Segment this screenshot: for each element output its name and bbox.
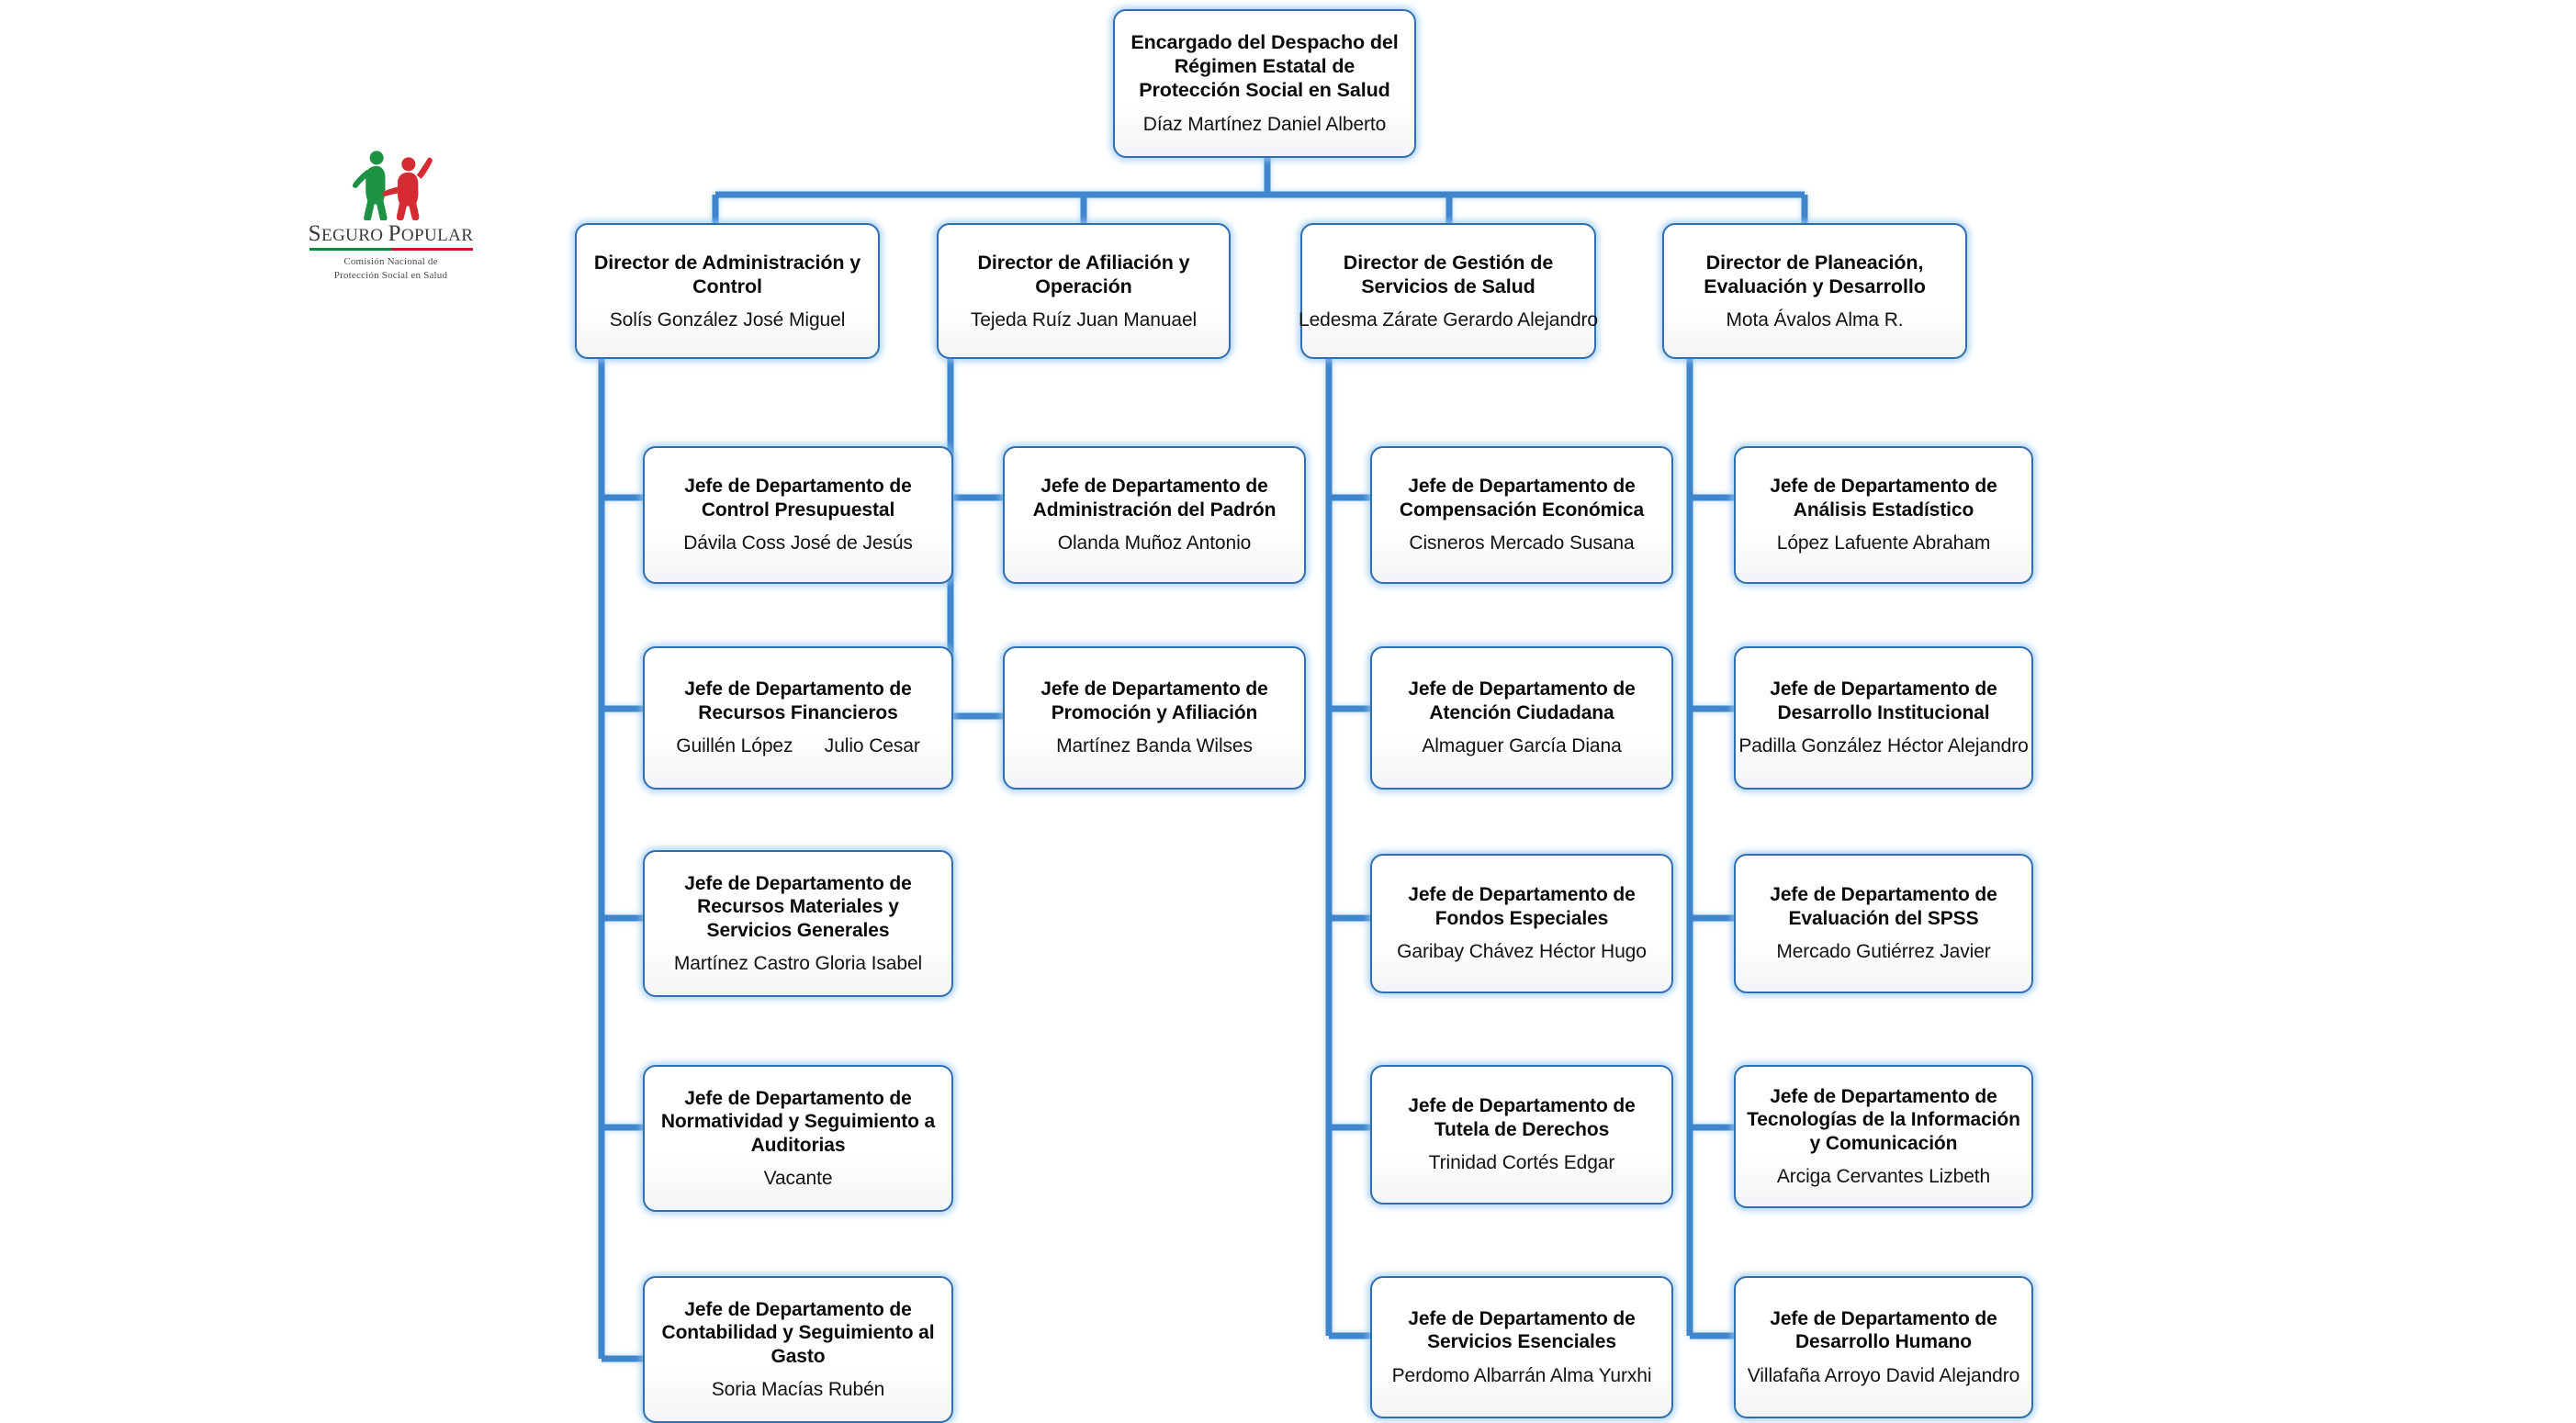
node-director-gestion[interactable]: Director de Gestión de Servicios de Salu… [1299, 223, 1598, 359]
node-title: Director de Afiliación y Operación [977, 251, 1190, 297]
node-title: Jefe de Departamento de Normatividad y S… [660, 1087, 936, 1156]
node-dept-administracion-padron[interactable]: Jefe de Departamento de Administración d… [1003, 446, 1306, 584]
node-person: Trinidad Cortés Edgar [1428, 1152, 1615, 1174]
node-dept-normatividad[interactable]: Jefe de Departamento de Normatividad y S… [643, 1065, 953, 1212]
node-person: Arciga Cervantes Lizbeth [1776, 1165, 1991, 1187]
node-person: Ledesma Zárate Gerardo Alejandro [1299, 308, 1598, 331]
logo-subtitle: Comisión Nacional de Protección Social e… [333, 256, 448, 282]
node-person: Perdomo Albarrán Alma Yurxhi [1391, 1364, 1652, 1386]
node-title: Encargado del Despacho del Régimen Estat… [1131, 31, 1399, 102]
node-title: Jefe de Departamento de Análisis Estadís… [1770, 476, 1997, 521]
node-person: Dávila Coss José de Jesús [683, 532, 913, 555]
node-title: Jefe de Departamento de Compensación Eco… [1399, 476, 1645, 521]
node-dept-compensacion-economica[interactable]: Jefe de Departamento de Compensación Eco… [1370, 446, 1673, 584]
node-person: Solís González José Miguel [609, 308, 846, 331]
node-title: Director de Administración y Control [593, 251, 861, 297]
node-title: Jefe de Departamento de Administración d… [1032, 476, 1277, 521]
node-director-planeacion[interactable]: Director de Planeación, Evaluación y Des… [1662, 223, 1967, 359]
node-title: Jefe de Departamento de Recursos Financi… [684, 678, 912, 723]
node-dept-fondos-especiales[interactable]: Jefe de Departamento de Fondos Especiale… [1370, 854, 1673, 993]
node-person: Tejeda Ruíz Juan Manuael [970, 308, 1198, 331]
node-title: Jefe de Departamento de Atención Ciudada… [1408, 678, 1636, 723]
node-person: López Lafuente Abraham [1776, 532, 1991, 555]
node-title: Jefe de Departamento de Control Presupue… [684, 476, 912, 521]
node-dept-tecnologias-informacion[interactable]: Jefe de Departamento de Tecnologías de l… [1734, 1065, 2033, 1208]
node-title: Jefe de Departamento de Desarrollo Insti… [1770, 678, 1997, 723]
node-person: Vacante [763, 1167, 833, 1189]
node-director-administracion[interactable]: Director de Administración y Control Sol… [575, 223, 880, 359]
node-dept-recursos-financieros[interactable]: Jefe de Departamento de Recursos Financi… [643, 646, 953, 790]
node-dept-control-presupuestal[interactable]: Jefe de Departamento de Control Presupue… [643, 446, 953, 584]
node-dept-contabilidad[interactable]: Jefe de Departamento de Contabilidad y S… [643, 1276, 953, 1423]
node-dept-recursos-materiales[interactable]: Jefe de Departamento de Recursos Materia… [643, 850, 953, 997]
node-dept-evaluacion-spss[interactable]: Jefe de Departamento de Evaluación del S… [1734, 854, 2033, 993]
logo-wordmark: SEGURO POPULAR [308, 221, 474, 247]
node-title: Jefe de Departamento de Fondos Especiale… [1408, 884, 1636, 929]
node-person: Mercado Gutiérrez Javier [1776, 941, 1991, 963]
node-person: Martínez Castro Gloria Isabel [673, 952, 923, 974]
node-person: Mota Ávalos Alma R. [1726, 308, 1904, 331]
node-person: Díaz Martínez Daniel Alberto [1142, 114, 1387, 136]
node-person: Padilla González Héctor Alejandro [1738, 735, 2029, 757]
node-dept-desarrollo-humano[interactable]: Jefe de Departamento de Desarrollo Human… [1734, 1276, 2033, 1418]
node-dept-atencion-ciudadana[interactable]: Jefe de Departamento de Atención Ciudada… [1370, 646, 1673, 790]
node-title: Jefe de Departamento de Servicios Esenci… [1408, 1307, 1636, 1353]
node-title: Jefe de Departamento de Tecnologías de l… [1747, 1085, 2020, 1154]
node-title: Jefe de Departamento de Tutela de Derech… [1408, 1095, 1636, 1140]
node-person: Martínez Banda Wilses [1056, 735, 1253, 757]
node-person: Almaguer García Diana [1422, 735, 1622, 757]
node-person: Soria Macías Rubén [711, 1378, 885, 1400]
node-dept-analisis-estadistico[interactable]: Jefe de Departamento de Análisis Estadís… [1734, 446, 2033, 584]
node-title: Director de Gestión de Servicios de Salu… [1343, 251, 1554, 297]
node-title: Director de Planeación, Evaluación y Des… [1704, 251, 1926, 297]
node-person: Guillén López Julio Cesar [676, 735, 920, 757]
node-person: Cisneros Mercado Susana [1409, 532, 1635, 555]
node-dept-desarrollo-institucional[interactable]: Jefe de Departamento de Desarrollo Insti… [1734, 646, 2033, 790]
node-title: Jefe de Departamento de Promoción y Afil… [1041, 678, 1268, 723]
node-title: Jefe de Departamento de Evaluación del S… [1770, 884, 1997, 929]
node-dept-promocion-afiliacion[interactable]: Jefe de Departamento de Promoción y Afil… [1003, 646, 1306, 790]
node-title: Jefe de Departamento de Contabilidad y S… [661, 1298, 935, 1367]
seguro-popular-logo: SEGURO POPULAR Comisión Nacional de Prot… [292, 150, 489, 283]
node-person: Garibay Chávez Héctor Hugo [1397, 941, 1647, 963]
node-title: Jefe de Departamento de Recursos Materia… [684, 872, 912, 941]
node-director-afiliacion[interactable]: Director de Afiliación y Operación Tejed… [937, 223, 1231, 359]
node-root[interactable]: Encargado del Despacho del Régimen Estat… [1113, 9, 1416, 158]
node-title: Jefe de Departamento de Desarrollo Human… [1770, 1307, 1997, 1353]
two-figures-icon [352, 151, 433, 221]
node-dept-servicios-esenciales[interactable]: Jefe de Departamento de Servicios Esenci… [1370, 1276, 1673, 1418]
node-person: Villafaña Arroyo David Alejandro [1747, 1364, 2020, 1386]
node-dept-tutela-derechos[interactable]: Jefe de Departamento de Tutela de Derech… [1370, 1065, 1673, 1205]
logo-divider [309, 248, 473, 252]
node-person: Olanda Muñoz Antonio [1057, 532, 1252, 555]
